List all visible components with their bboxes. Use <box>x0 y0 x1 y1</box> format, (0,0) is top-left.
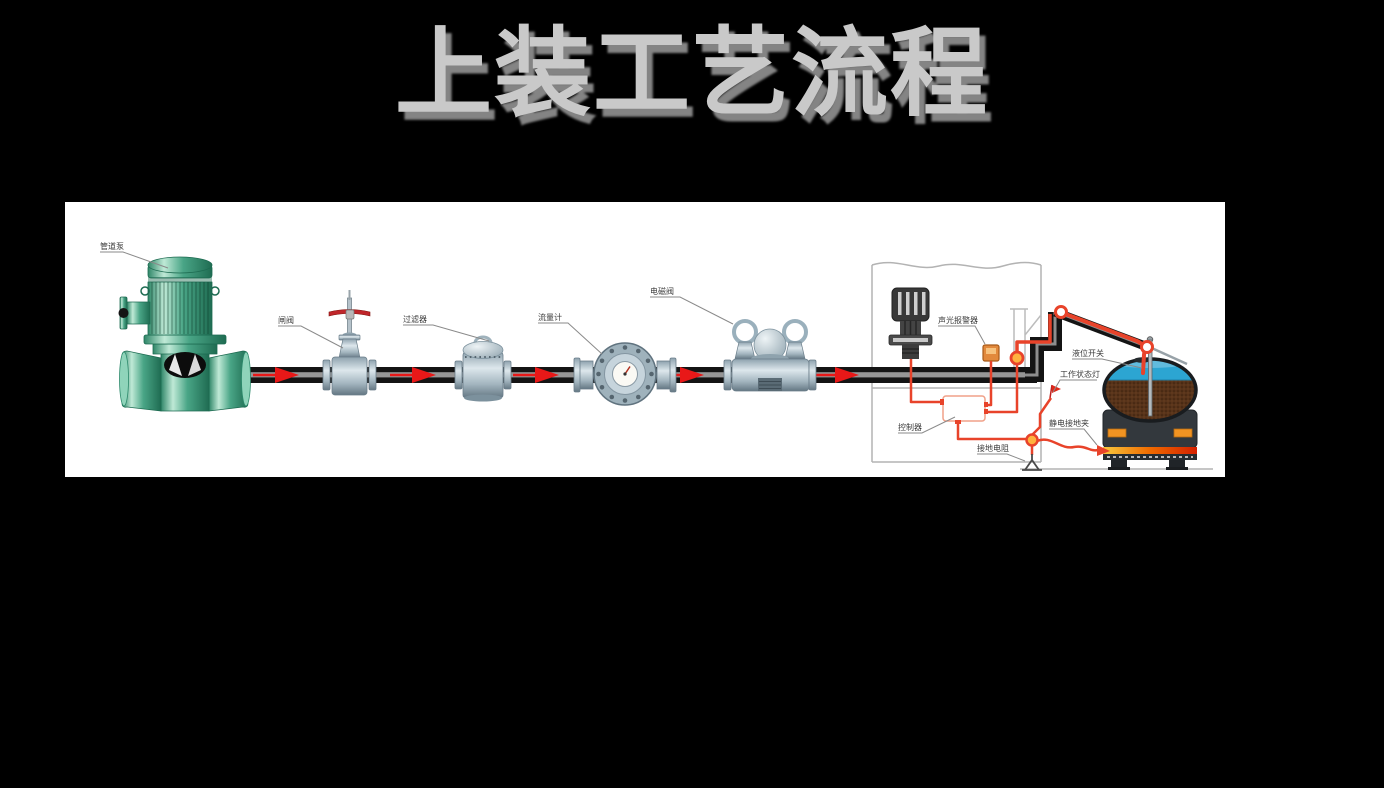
grounding-clamp-label: 静电接地夹 <box>1049 418 1089 428</box>
grounding-resistance-label: 接地电阻 <box>977 443 1009 453</box>
hose-end-ring <box>1140 340 1154 354</box>
flow-arrow-icon <box>253 367 299 383</box>
process-flow-diagram: 管道泵 闸阀 过滤器 流量计 电磁阀 声光报警器 液位开关 工作状态灯 控制器 … <box>100 241 1213 471</box>
pump-label: 管道泵 <box>100 241 124 251</box>
process-diagram-panel: 管道泵 闸阀 过滤器 流量计 电磁阀 声光报警器 液位开关 工作状态灯 控制器 … <box>65 202 1225 477</box>
tank-truck-graphic <box>1102 336 1198 470</box>
pipeline-pump-graphic <box>118 256 251 412</box>
alarm-label: 声光报警器 <box>938 315 978 325</box>
solenoid-valve-label: 电磁阀 <box>650 286 674 296</box>
alarm-box-graphic <box>982 344 1000 362</box>
gate-valve-label: 闸阀 <box>278 316 294 325</box>
controller-label: 控制器 <box>898 422 922 432</box>
level-switch-label: 液位开关 <box>1072 348 1104 358</box>
flow-arrow-icon <box>813 367 859 383</box>
flow-meter-label: 流量计 <box>538 312 562 322</box>
wire-junction-dot <box>1025 433 1039 447</box>
hose-swivel-ring <box>1054 305 1068 319</box>
gate-valve-graphic <box>322 290 377 396</box>
status-light-flag <box>1049 384 1061 399</box>
controller-graphic <box>940 395 988 424</box>
filter-label: 过滤器 <box>403 314 427 324</box>
flow-arrow-icon <box>390 367 436 383</box>
overfill-plug-graphic <box>888 287 933 359</box>
signal-wires <box>909 350 1099 455</box>
grounding-symbol <box>1022 454 1042 471</box>
filter-graphic <box>454 335 512 402</box>
status-light-label: 工作状态灯 <box>1060 369 1100 379</box>
page-title: 上装工艺流程 <box>395 16 989 130</box>
grounding-clamp-graphic <box>1097 445 1110 456</box>
solenoid-valve-graphic <box>723 319 817 392</box>
labels: 管道泵 闸阀 过滤器 流量计 电磁阀 声光报警器 液位开关 工作状态灯 控制器 … <box>100 241 1143 462</box>
flow-meter-graphic <box>573 342 677 406</box>
flow-arrows <box>253 367 859 383</box>
flow-arrow-icon <box>513 367 559 383</box>
loading-hose-graphic <box>1015 305 1154 375</box>
pipe-sensor-junction <box>1009 350 1025 366</box>
